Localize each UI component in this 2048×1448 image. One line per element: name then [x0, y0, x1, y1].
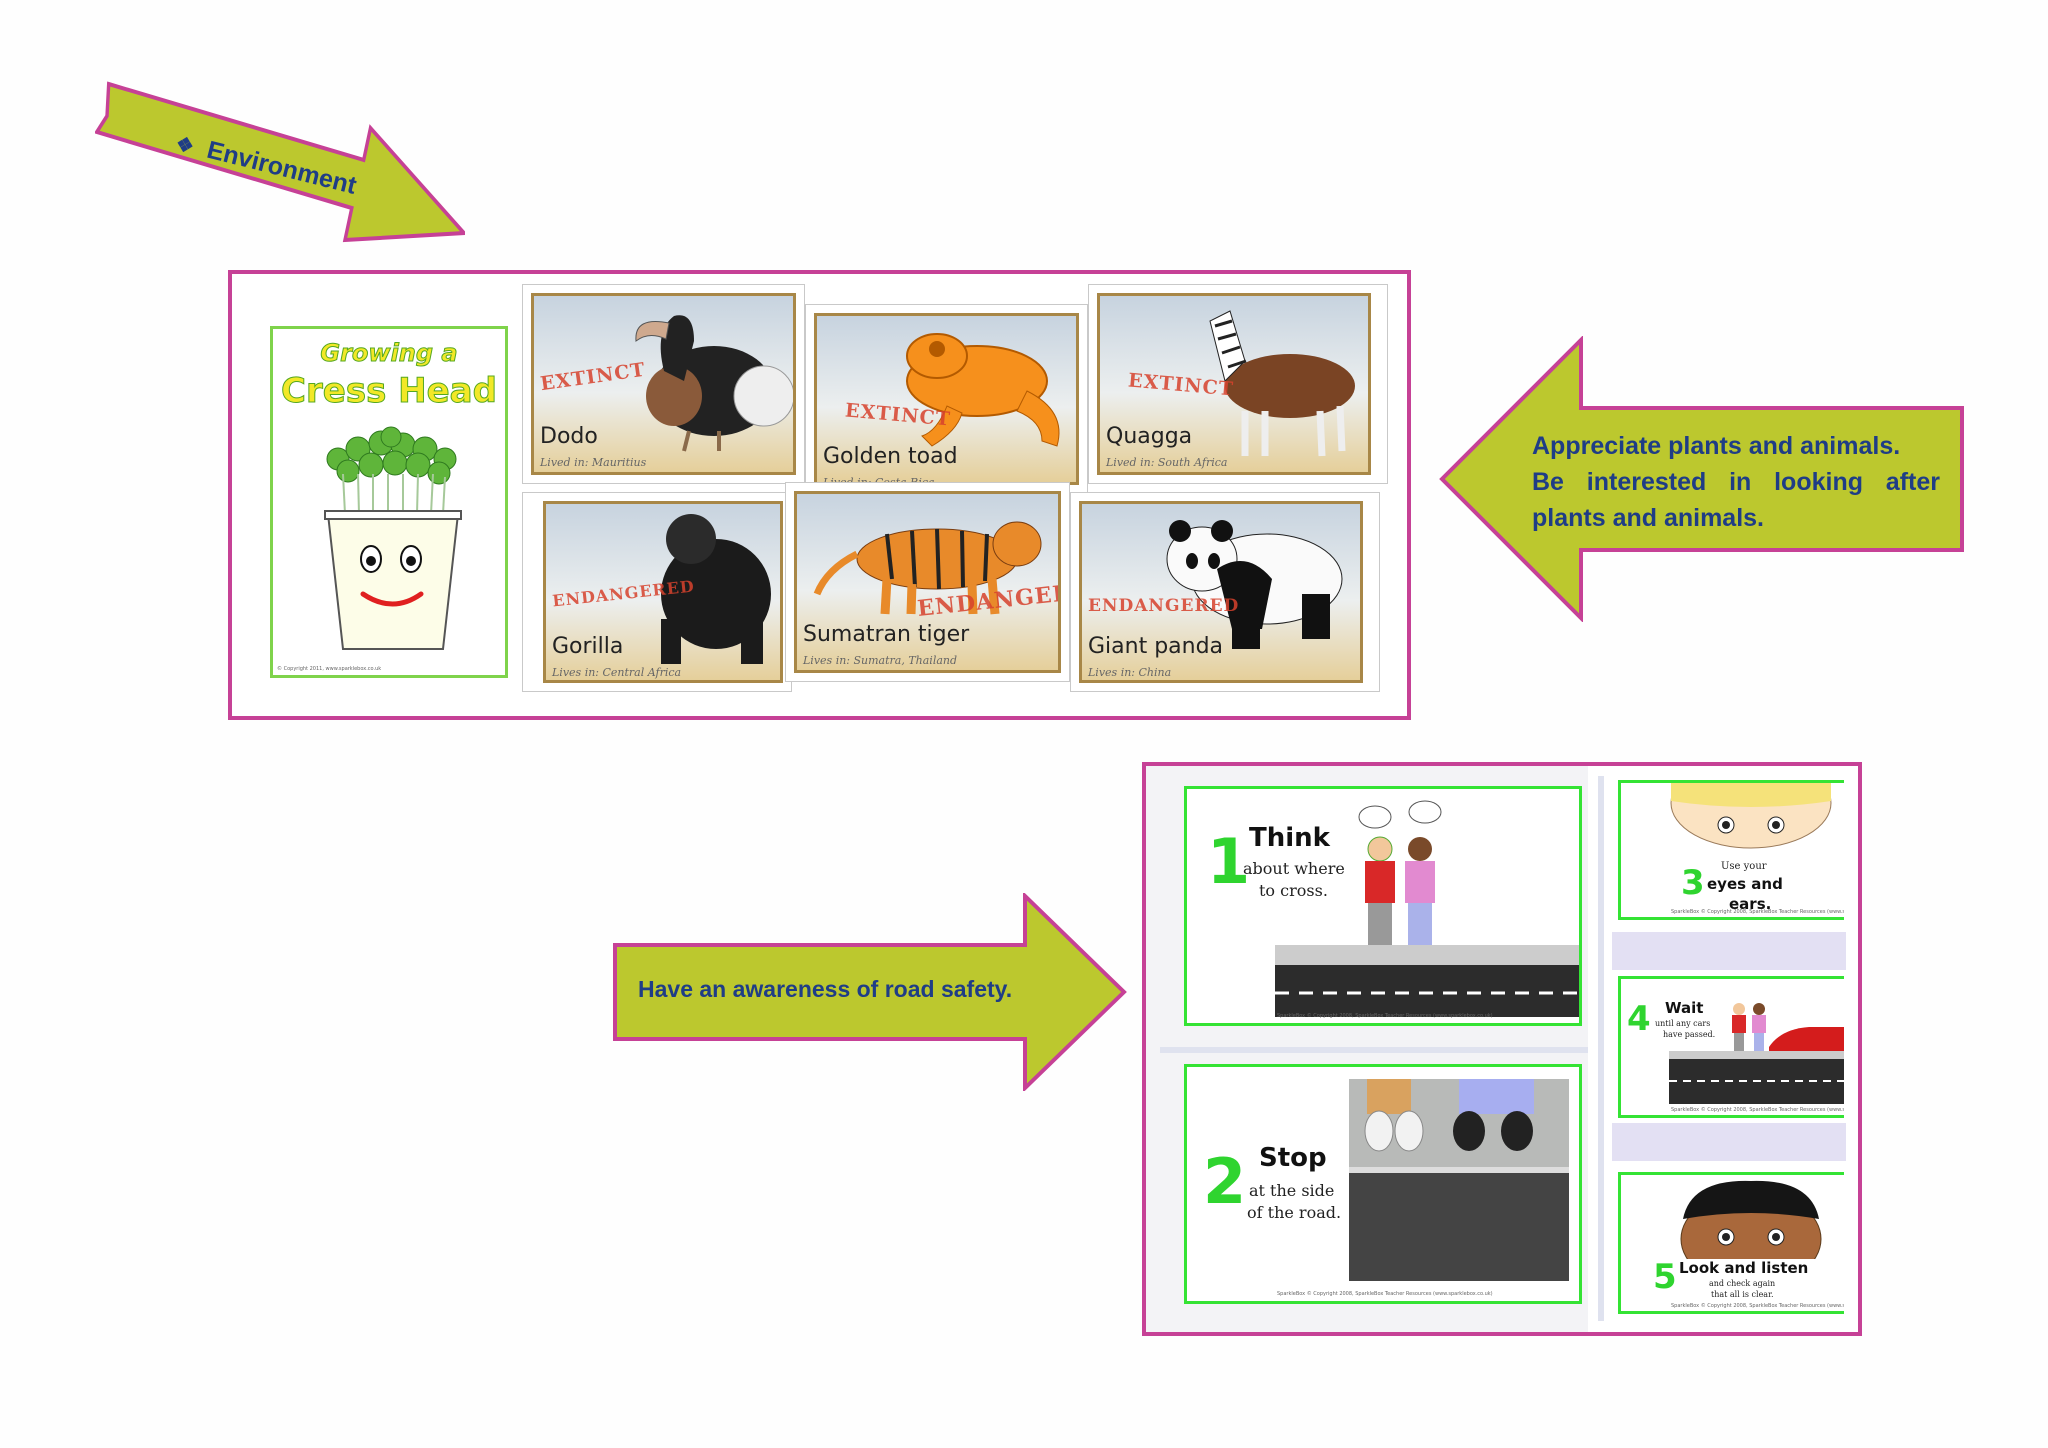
- stop-feet-illustration: [1349, 1079, 1569, 1281]
- step-title: Look and listen: [1679, 1259, 1809, 1277]
- cress-copyright: © Copyright 2011, www.sparklebox.co.uk: [277, 666, 382, 672]
- footer-copyright: SparkleBox © Copyright 2008, SparkleBox …: [1671, 1107, 1844, 1113]
- animal-name: Golden toad: [823, 444, 958, 469]
- step-sub2: ears.: [1729, 895, 1772, 913]
- animal-card-giant-panda: ENDANGERED Giant panda Lives in: China: [1070, 492, 1380, 692]
- dodo-illustration: [635, 315, 793, 452]
- road-card-wait: 4 Wait until any cars have passed. Spark…: [1618, 976, 1844, 1118]
- animals-left-arrow: [1439, 336, 1964, 622]
- animal-card-gorilla: ENDANGERED Gorilla Lives in: Central Afr…: [522, 492, 792, 692]
- think-illustration: [1275, 800, 1579, 1017]
- step-title: Think: [1249, 823, 1330, 853]
- animal-name: Gorilla: [552, 634, 624, 659]
- step-number: 2: [1203, 1145, 1247, 1218]
- animal-card-golden-toad: EXTINCT Golden toad Lived in: Costa Rica: [805, 304, 1088, 494]
- panda-illustration: [1166, 520, 1343, 649]
- animals-arrow-line2: Be interested in looking after plants an…: [1532, 468, 1940, 532]
- step-sub1: about where: [1243, 859, 1345, 878]
- step-title: eyes and: [1707, 875, 1783, 893]
- gorilla-illustration: [661, 514, 771, 664]
- animal-name: Sumatran tiger: [803, 622, 970, 647]
- step-sub1: until any cars: [1655, 1019, 1711, 1028]
- wait-illustration: [1669, 1003, 1844, 1104]
- step-sub2: to cross.: [1259, 881, 1328, 900]
- road-card-look-listen: 5 Look and listen and check again that a…: [1618, 1172, 1844, 1314]
- footer-copyright: SparkleBox © Copyright 2008, SparkleBox …: [1671, 909, 1844, 915]
- animal-lived: Lives in: Central Africa: [552, 666, 682, 679]
- diamond-bullet-icon: ❖: [173, 132, 197, 159]
- footer-copyright: SparkleBox © Copyright 2008, SparkleBox …: [1671, 1303, 1844, 1309]
- step-number: 3: [1681, 863, 1705, 903]
- footer-copyright: SparkleBox © Copyright 2008, SparkleBox …: [1277, 1013, 1493, 1019]
- tiger-illustration: [813, 521, 1042, 615]
- animals-arrow-line1: Appreciate plants and animals.: [1532, 432, 1901, 460]
- footer-copyright: SparkleBox © Copyright 2008, SparkleBox …: [1277, 1291, 1493, 1297]
- animal-card-dodo: EXTINCT Dodo Lived in: Mauritius: [522, 284, 805, 484]
- frame-divider-h: [1160, 1047, 1588, 1053]
- face-blond-illustration: [1670, 783, 1832, 849]
- golden-toad-illustration: [906, 333, 1060, 447]
- road-safety-frame: 1 Think about where to cross. SparkleBox…: [1142, 762, 1862, 1336]
- step-sub1: and check again: [1709, 1279, 1776, 1288]
- step-sub2: that all is clear.: [1711, 1290, 1774, 1299]
- frame-divider-v: [1598, 776, 1604, 1321]
- road-card-think: 1 Think about where to cross. SparkleBox…: [1184, 786, 1582, 1026]
- animal-lived: Lives in: Sumatra, Thailand: [803, 654, 958, 667]
- frame-band-2: [1612, 1123, 1846, 1161]
- animal-lived: Lived in: Mauritius: [540, 456, 647, 469]
- cress-title-line1: Growing a: [320, 339, 458, 368]
- animal-card-quagga: EXTINCT Quagga Lived in: South Africa: [1088, 284, 1388, 484]
- face-dark-hair-illustration: [1680, 1180, 1822, 1259]
- animals-frame: Growing a Cress Head © Copyright 2011, w…: [228, 270, 1411, 720]
- step-number: 1: [1207, 825, 1251, 898]
- animal-lived: Lived in: Costa Rica: [823, 476, 935, 485]
- animals-arrow-text: Appreciate plants and animals. Be intere…: [1532, 428, 1940, 536]
- road-right-arrow: [613, 893, 1127, 1091]
- step-number: 4: [1627, 999, 1651, 1039]
- step-sub2: of the road.: [1247, 1203, 1342, 1222]
- road-arrow-text: Have an awareness of road safety.: [638, 976, 1013, 1002]
- step-title: Wait: [1665, 999, 1704, 1017]
- animal-name: Dodo: [540, 424, 598, 449]
- cress-title-line2: Cress Head: [281, 371, 498, 412]
- frame-band-1: [1612, 932, 1846, 970]
- environment-arrow: [95, 81, 465, 243]
- cress-pot-illustration: [324, 426, 462, 650]
- animal-status: ENDANGERED: [1088, 596, 1240, 616]
- quagga-illustration: [1209, 310, 1355, 457]
- step-sub2: have passed.: [1663, 1030, 1716, 1039]
- step-number: 5: [1653, 1257, 1677, 1297]
- step-sub1: Use your: [1721, 861, 1767, 872]
- cress-head-card: Growing a Cress Head © Copyright 2011, w…: [270, 326, 508, 678]
- animal-lived: Lives in: China: [1088, 666, 1172, 679]
- animal-card-sumatran-tiger: ENDANGERED Sumatran tiger Lives in: Suma…: [785, 482, 1070, 682]
- animal-name: Quagga: [1106, 424, 1193, 449]
- road-card-stop: 2 Stop at the side of the road. SparkleB…: [1184, 1064, 1582, 1304]
- animal-name: Giant panda: [1088, 634, 1224, 659]
- animal-lived: Lived in: South Africa: [1106, 456, 1228, 469]
- step-title: Stop: [1259, 1143, 1327, 1173]
- road-card-eyes-ears: 3 Use your eyes and ears. SparkleBox © C…: [1618, 780, 1844, 920]
- step-sub1: at the side: [1249, 1181, 1335, 1200]
